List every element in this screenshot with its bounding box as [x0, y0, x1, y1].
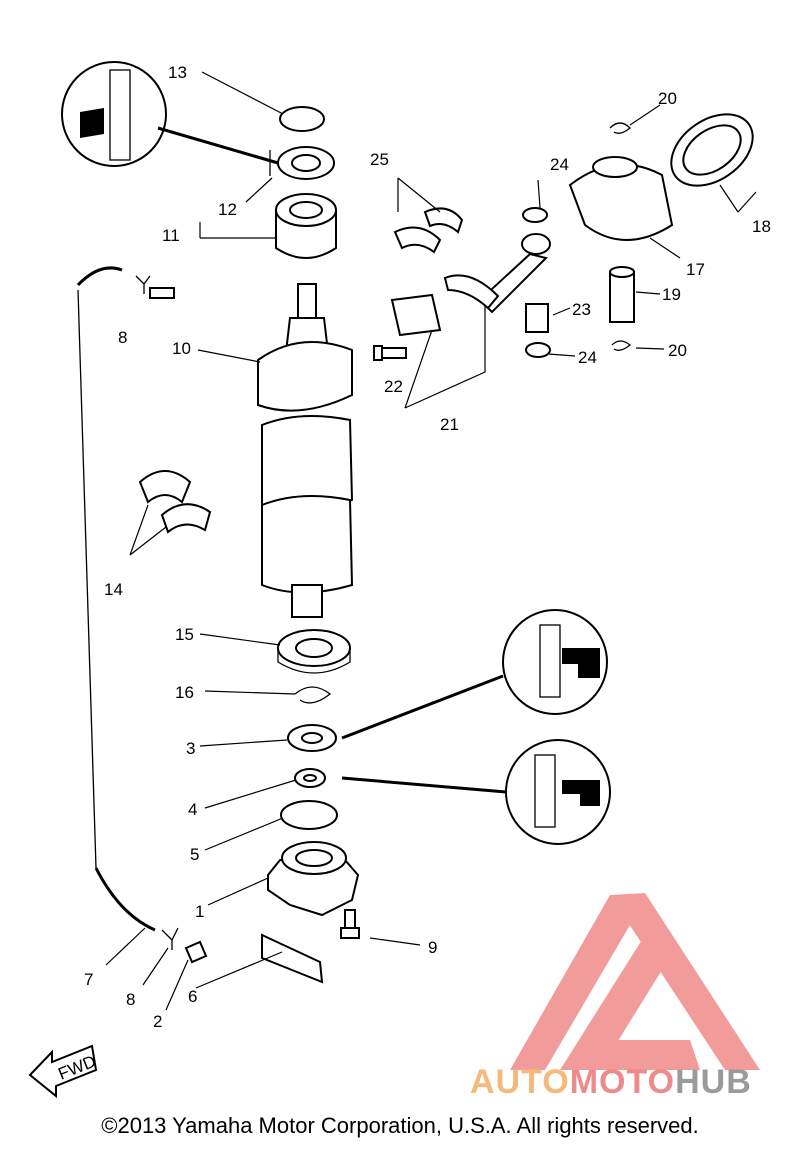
callout-18: 18	[752, 217, 771, 236]
callout-4: 4	[188, 800, 197, 819]
hose-7	[76, 266, 156, 932]
circlip-20-lower	[611, 340, 632, 351]
bolt-9	[340, 909, 360, 939]
callout-21: 21	[440, 415, 459, 434]
o-ring-13	[279, 106, 325, 132]
bearing-11	[275, 193, 337, 259]
watermark-logo	[510, 893, 760, 1070]
callout-24-upper: 24	[550, 155, 569, 174]
bearing-14	[138, 470, 212, 534]
detail-circle-seal-upper	[61, 61, 279, 167]
needle-bearing-23	[525, 303, 549, 333]
callout-23: 23	[572, 300, 591, 319]
callout-9: 9	[428, 938, 437, 957]
callout-8-lower: 8	[126, 990, 135, 1009]
callout-labels: 13 12 11 8 10 14 15 16 3 4 5 1 9 7 8 6 2…	[84, 63, 771, 1031]
washer-24-lower	[525, 342, 551, 358]
callout-11: 11	[162, 226, 180, 245]
callout-16: 16	[175, 683, 194, 702]
callout-13: 13	[168, 63, 187, 82]
fitting-2	[184, 940, 208, 964]
clip-8-upper	[135, 275, 175, 299]
exploded-parts-diagram: FWD 13 12 11 8 10 14 1	[28, 61, 771, 1099]
circlip-16	[294, 686, 332, 704]
piston-rings-18	[670, 113, 754, 187]
watermark-moto: MOTO	[569, 1063, 676, 1101]
washer-24-upper	[522, 207, 548, 223]
fwd-arrow: FWD	[28, 1044, 99, 1099]
bolt-22	[373, 345, 407, 361]
callout-8-upper: 8	[118, 328, 127, 347]
callout-17: 17	[686, 260, 705, 279]
piston-pin-19	[609, 266, 635, 323]
callout-7: 7	[84, 970, 93, 989]
o-ring-5	[280, 800, 338, 830]
copyright-notice: ©2013 Yamaha Motor Corporation, U.S.A. A…	[101, 1113, 699, 1138]
detail-circle-seal-3	[341, 609, 608, 740]
callout-19: 19	[662, 285, 681, 304]
crankshaft-10	[257, 283, 354, 618]
lower-housing-1	[267, 841, 360, 917]
callout-2: 2	[153, 1012, 162, 1031]
watermark-text: AUTOMOTOHUB	[470, 1063, 752, 1102]
detail-circle-seal-4	[341, 739, 611, 845]
oil-seal-3	[287, 724, 337, 752]
callout-22: 22	[384, 377, 403, 396]
callout-20-upper: 20	[658, 89, 677, 108]
leader-lines	[105, 71, 757, 1011]
callout-15: 15	[175, 625, 194, 644]
callout-25: 25	[370, 150, 389, 169]
callout-12: 12	[218, 200, 237, 219]
oil-seal-12	[269, 146, 335, 180]
clip-8-lower	[161, 927, 179, 950]
connecting-rod	[443, 233, 551, 314]
plate-6	[261, 933, 324, 984]
callout-14: 14	[104, 580, 123, 599]
piston-17	[568, 156, 674, 241]
callout-24-lower: 24	[578, 348, 597, 367]
bearing-15	[277, 629, 351, 674]
callout-1: 1	[195, 902, 204, 921]
callout-6: 6	[188, 987, 197, 1006]
rod-cap-21	[390, 293, 442, 337]
callout-20-lower: 20	[668, 341, 687, 360]
callout-3: 3	[186, 739, 195, 758]
needle-bearing-25	[393, 207, 464, 254]
circlip-20-upper	[609, 122, 631, 134]
fwd-label: FWD	[56, 1052, 99, 1084]
callout-10: 10	[172, 339, 191, 358]
watermark-hub: HUB	[675, 1063, 752, 1101]
callout-5: 5	[190, 845, 199, 864]
watermark-auto: AUTO	[470, 1063, 570, 1101]
oil-seal-4	[294, 768, 326, 788]
